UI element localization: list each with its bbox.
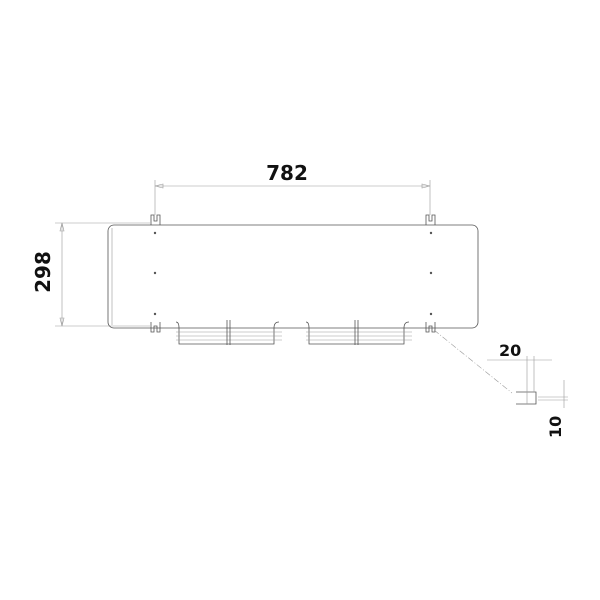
bracket-detail: 20 10 bbox=[433, 329, 568, 438]
width-dimension-label: 782 bbox=[266, 161, 308, 185]
width-dimension: 782 bbox=[154, 161, 431, 215]
detail-width-label: 20 bbox=[499, 341, 521, 360]
height-dimension-label: 298 bbox=[31, 251, 55, 293]
height-dimension: 298 bbox=[31, 222, 150, 327]
unit-body bbox=[107, 224, 479, 329]
detail-height-label: 10 bbox=[546, 416, 565, 438]
fan-grilles bbox=[175, 320, 412, 345]
mounting-brackets bbox=[150, 214, 436, 333]
